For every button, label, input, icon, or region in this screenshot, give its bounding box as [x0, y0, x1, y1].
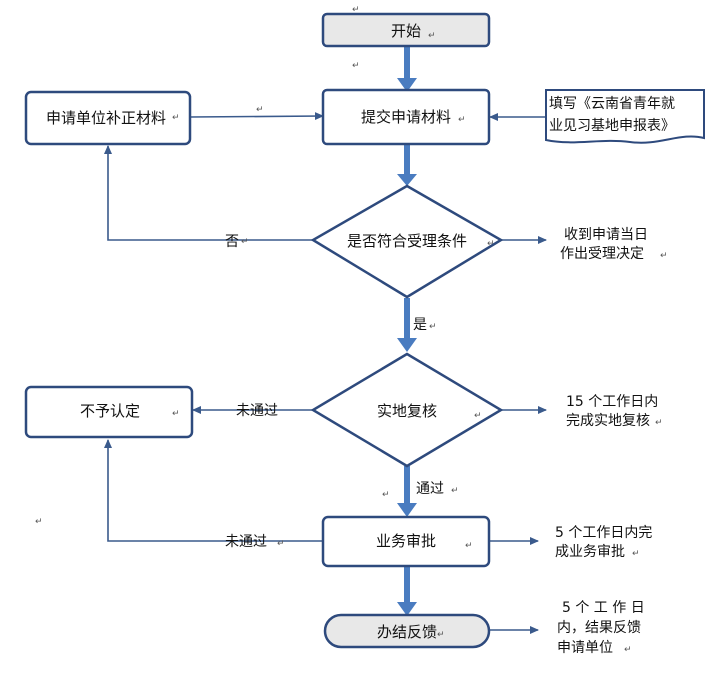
svg-text:↵: ↵	[465, 541, 473, 551]
svg-text:↵: ↵	[429, 322, 437, 332]
supplement-node	[24, 90, 192, 146]
note-accept-line-1: 收到申请当日	[564, 227, 648, 243]
svg-text:↵: ↵	[35, 517, 43, 527]
svg-text:↵: ↵	[277, 539, 285, 549]
svg-text:↵: ↵	[352, 61, 360, 71]
note-feedback-line-1: 5 个 工 作 日	[562, 600, 645, 616]
svg-text:↵: ↵	[428, 31, 436, 41]
condition-label: 是否符合受理条件	[347, 232, 467, 250]
svg-text:↵: ↵	[437, 630, 445, 640]
inspection-label: 实地复核	[377, 402, 437, 420]
reject-label: 不予认定	[80, 402, 140, 420]
note-feedback-line-3: 申请单位	[557, 640, 613, 656]
feedback-node	[323, 613, 491, 649]
note-feedback-line-2: 内，结果反馈	[557, 620, 641, 636]
svg-text:↵: ↵	[352, 5, 360, 15]
reject-node	[24, 385, 194, 439]
form-document-node	[545, 89, 705, 144]
note-review-line-2: 成业务审批	[555, 544, 625, 560]
feedback-label: 办结反馈	[377, 623, 437, 641]
svg-text:↵: ↵	[632, 549, 640, 559]
side-connectors	[104, 112, 547, 634]
start-label: 开始	[391, 22, 421, 40]
form-document-line-1: 填写《云南省青年就	[549, 96, 675, 112]
svg-text:↵: ↵	[172, 409, 180, 419]
review-node	[321, 515, 491, 568]
submit-label: 提交申请材料	[361, 108, 451, 126]
svg-text:↵: ↵	[458, 115, 466, 125]
main-flow-arrowheads	[397, 78, 417, 616]
note-inspect-line-1: 15 个工作日内	[566, 394, 658, 410]
form-document-line-2: 业见习基地申报表》	[549, 117, 675, 134]
edge-label-not-passed-2: 未通过	[225, 534, 267, 550]
review-label: 业务审批	[376, 532, 436, 550]
paragraph-marks: ↵ ↵ ↵ ↵ ↵ ↵ ↵ ↵ ↵ ↵ ↵ ↵ ↵ ↵ ↵ ↵ ↵ ↵ ↵ ↵ …	[35, 5, 668, 655]
svg-text:↵: ↵	[660, 251, 668, 261]
note-review-line-1: 5 个工作日内完	[555, 525, 652, 541]
edge-label-yes: 是	[413, 317, 427, 333]
start-node	[321, 12, 491, 48]
condition-decision	[310, 184, 504, 299]
submit-node	[321, 88, 491, 146]
edge-label-passed: 通过	[416, 481, 444, 497]
svg-text:↵: ↵	[487, 239, 495, 249]
supplement-label: 申请单位补正材料	[46, 109, 166, 127]
svg-text:↵: ↵	[256, 105, 264, 115]
svg-text:↵: ↵	[241, 237, 249, 247]
svg-text:↵: ↵	[172, 113, 180, 123]
svg-text:↵: ↵	[382, 490, 390, 500]
svg-text:↵: ↵	[451, 486, 459, 496]
edge-label-no: 否	[225, 234, 239, 250]
inspection-decision	[310, 352, 504, 468]
note-accept-line-2: 作出受理决定	[560, 246, 644, 262]
svg-text:↵: ↵	[624, 645, 632, 655]
svg-text:↵: ↵	[474, 411, 482, 421]
svg-text:↵: ↵	[655, 418, 663, 428]
note-inspect-line-2: 完成实地复核	[566, 412, 650, 429]
edge-label-not-passed-1: 未通过	[236, 403, 278, 419]
